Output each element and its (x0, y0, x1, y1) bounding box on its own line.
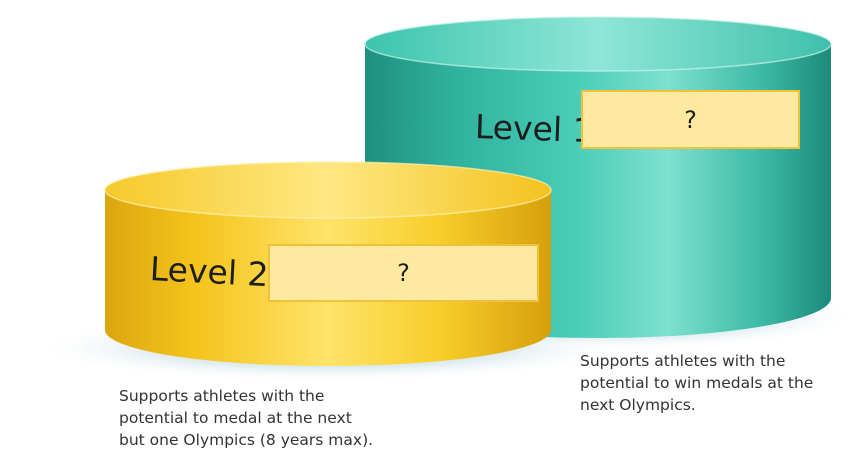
description-line: Supports athletes with the (580, 352, 786, 370)
description-line: Supports athletes with the (119, 387, 325, 405)
description-line: next Olympics. (580, 396, 696, 414)
description-line: but one Olympics (8 years max). (119, 431, 374, 449)
description-line: potential to medal at the next (119, 409, 352, 427)
level-2-label: Level 2: (148, 249, 281, 295)
level-1-answer-box[interactable]: ? (581, 90, 800, 149)
description-line: potential to win medals at the (580, 374, 814, 392)
level-1-description: Supports athletes with the potential to … (580, 350, 813, 416)
level-2-description: Supports athletes with the potential to … (119, 385, 373, 451)
level-2-answer-box[interactable]: ? (268, 244, 539, 302)
